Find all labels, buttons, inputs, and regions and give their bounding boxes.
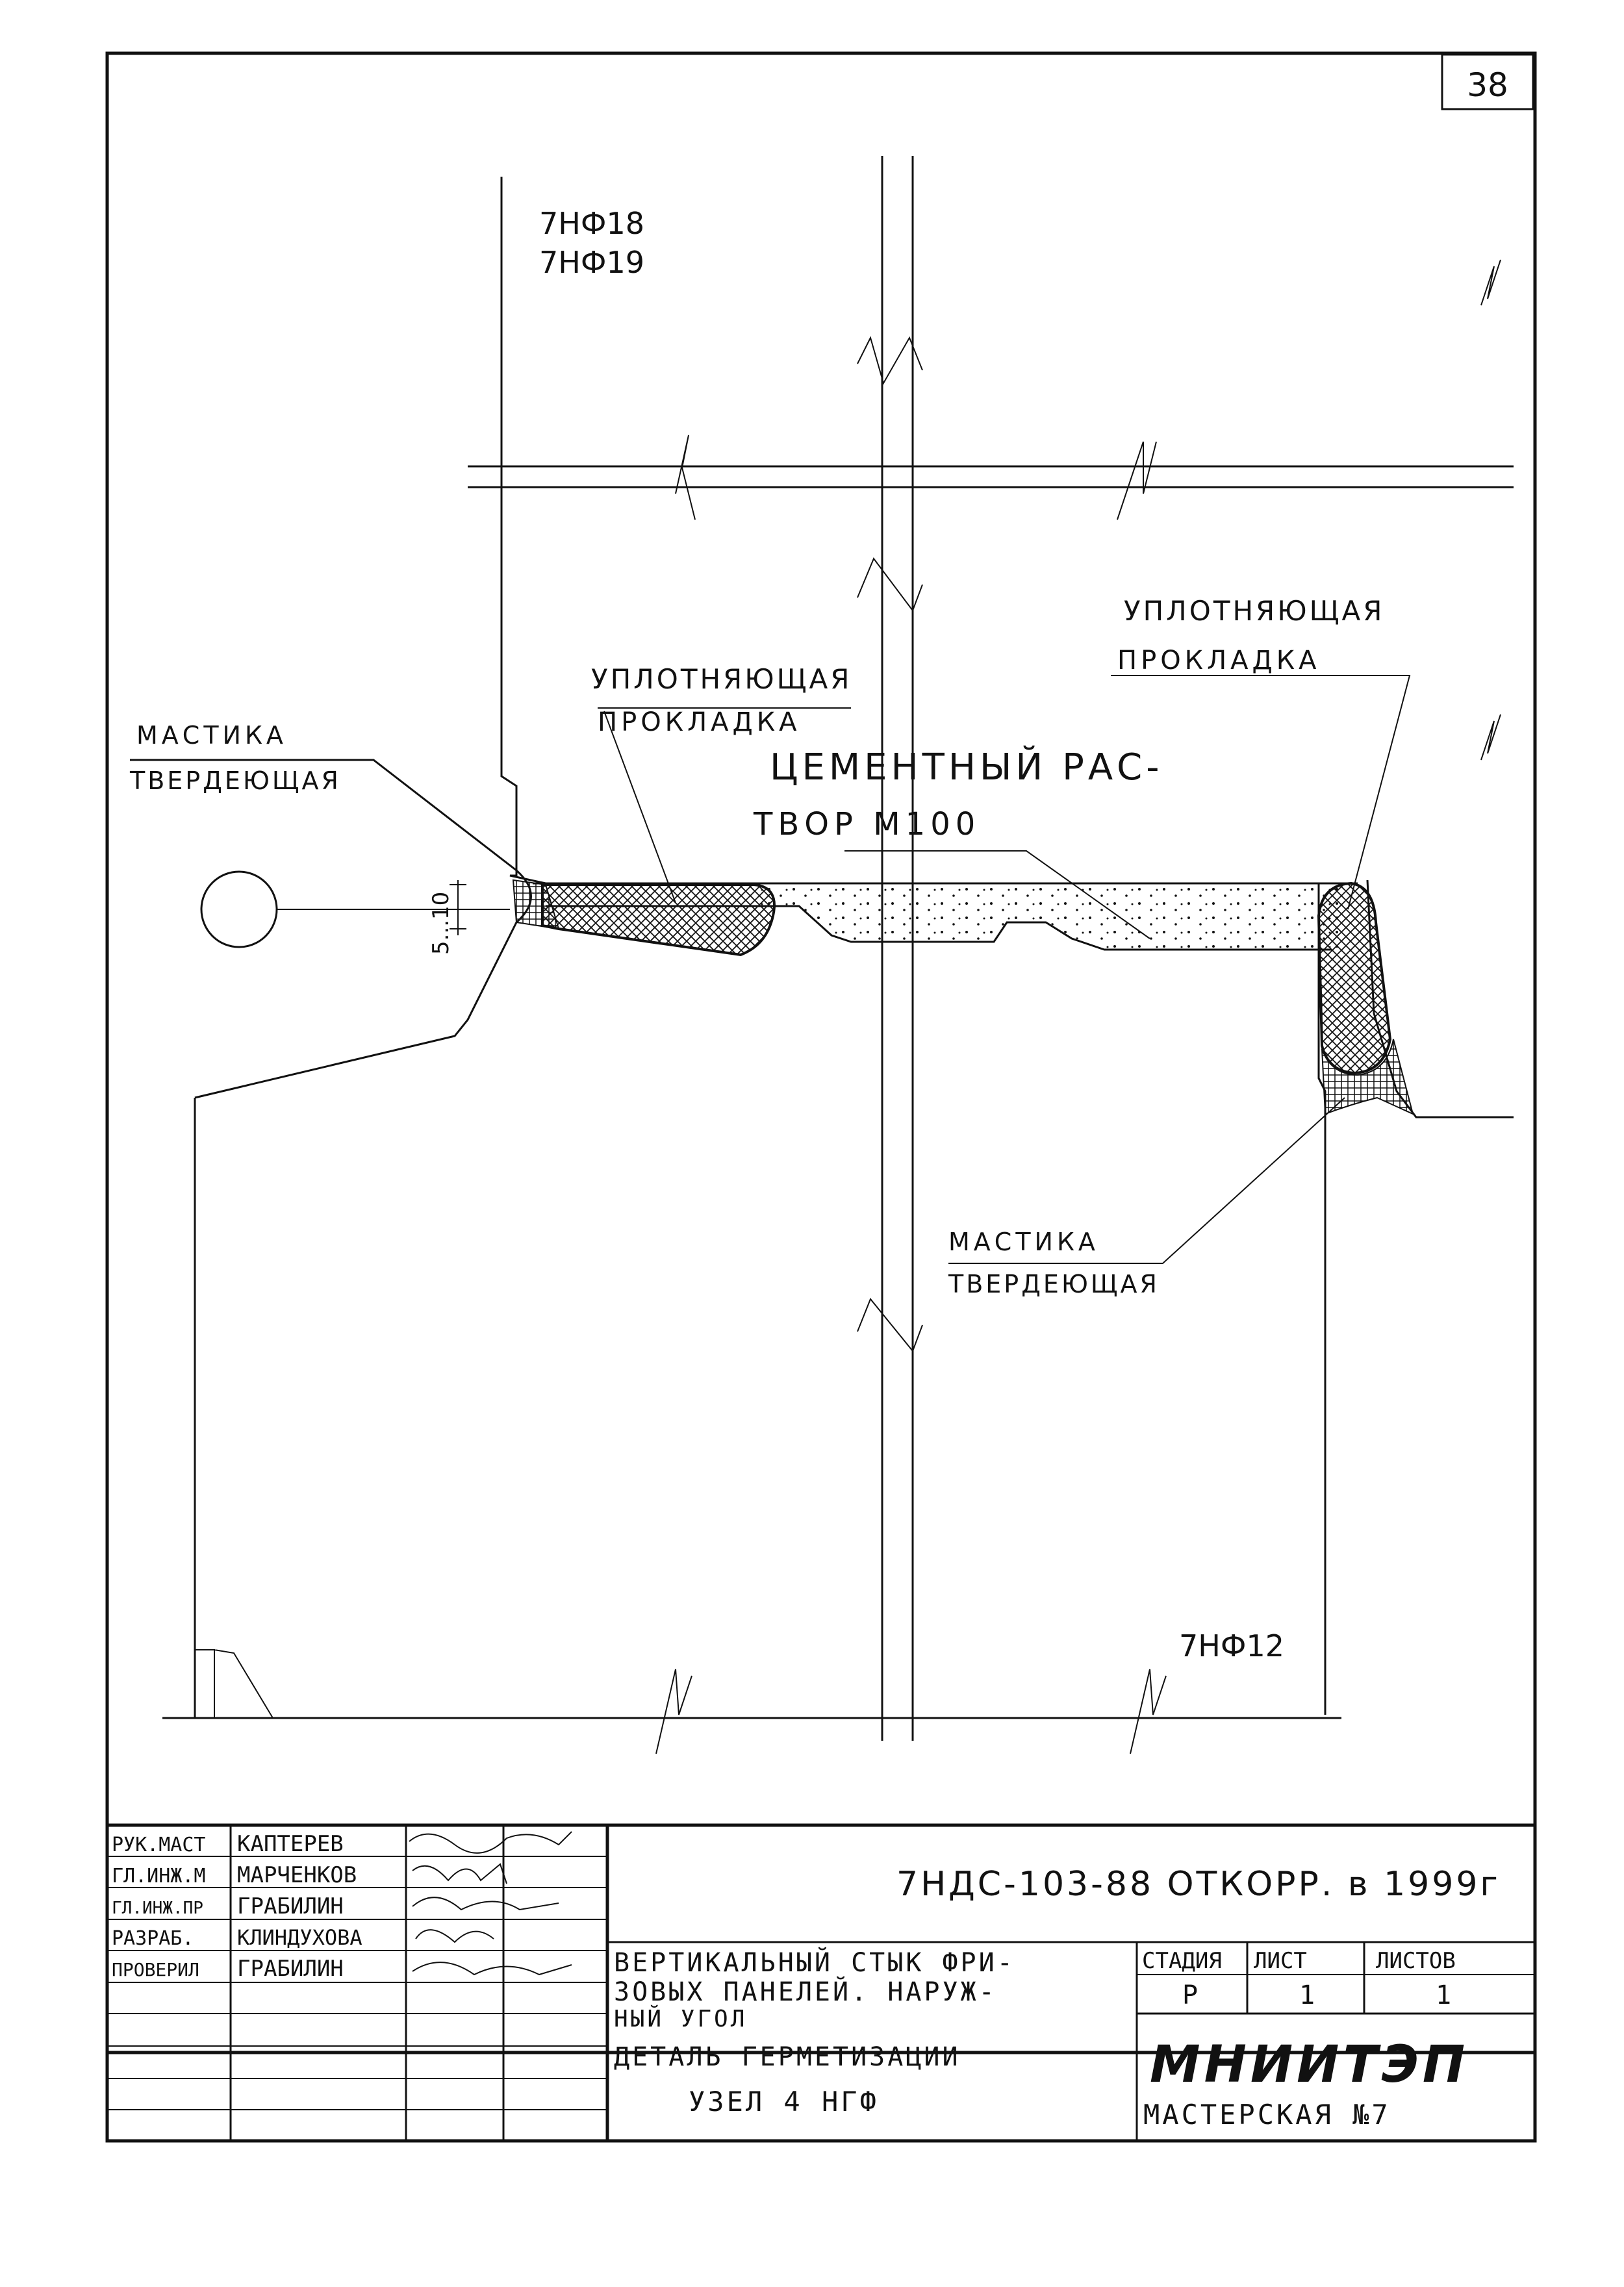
break-mark-lower [857,1298,923,1352]
gasket-left-leader [598,707,851,903]
signature-2 [412,1863,507,1884]
sheets-header: ЛИСТОВ [1376,1948,1456,1974]
staff-name-1: КАПТЕРЕВ [237,1831,344,1857]
description-line-2: ЗОВЫХ ПАНЕЛЕЙ. НАРУЖ- [614,1976,997,2007]
right-panel-outline [1317,883,1326,1715]
mortar-line2: ТВОР М100 [753,806,980,842]
break-mark-mid [857,557,923,613]
sheet-number-box: 38 [1441,53,1534,110]
staff-role-5: ПРОВЕРИЛ [112,1959,199,1980]
mastic-left-line1: МАСТИКА [136,721,287,750]
sheet-header: ЛИСТ [1254,1948,1307,1974]
joint-drawing: 5...10 7НФ18 7НФ19 [129,156,1514,1754]
break-mark-right-mid [1480,714,1501,761]
staff-name-4: КЛИНДУХОВА [237,1925,362,1950]
gasket-left-line1: УПЛОТНЯЮЩАЯ [591,663,852,695]
document-code: 7НДС-103-88 ОТКОРР. в 1999г [896,1865,1501,1904]
staff-role-2: ГЛ.ИНЖ.М [112,1865,206,1888]
axis-marker-circle [200,870,278,948]
break-mark-bottom-left [655,1669,692,1754]
stage-header: СТАДИЯ [1142,1948,1222,1974]
stage-value: Р [1182,1980,1198,2010]
left-mastic-leader [130,759,532,1099]
right-mastic-fill [1321,1039,1414,1115]
description-line-1: ВЕРТИКАЛЬНЫЙ СТЫК ФРИ- [614,1947,1015,1978]
mortar-line1: ЦЕМЕНТНЫЙ РАС- [770,746,1163,789]
panel-codes-top: 7НФ18 7НФ19 [539,206,644,280]
description-line-3: НЫЙ УГОЛ [614,2005,747,2032]
title-block: РУК.МАСТ КАПТЕРЕВ ГЛ.ИНЖ.М МАРЧЕНКОВ ГЛ.… [107,1823,1535,2141]
break-mark-bottom-right [1130,1669,1167,1754]
mastic-bottom-leader [948,1097,1345,1264]
signature-4 [415,1929,494,1943]
sheets-value: 1 [1436,1980,1451,2010]
staff-role-4: РАЗРАБ. [112,1927,194,1950]
gasket-left-label: УПЛОТНЯЮЩАЯ ПРОКЛАДКА [591,663,852,737]
sheet-number: 38 [1467,66,1508,104]
dimension-text: 5...10 [428,892,454,955]
upper-panel-outline [500,177,546,885]
left-sealing-gasket [541,883,776,957]
dimension-mark: 5...10 [428,880,466,955]
mastic-bottom-line2: ТВЕРДЕЮЩАЯ [948,1270,1160,1298]
signature-1 [409,1831,572,1854]
panel-code-1: 7НФ18 [539,206,644,241]
mastic-bottom-label: МАСТИКА ТВЕРДЕЮЩАЯ [948,1228,1160,1298]
mastic-bottom-line1: МАСТИКА [948,1228,1099,1256]
org-name: МНИИТЭП [1150,2036,1469,2094]
staff-name-3: ГРАБИЛИН [237,1893,344,1919]
break-mark-right-top [1480,259,1501,306]
staff-name-5: ГРАБИЛИН [237,1956,344,1982]
left-mastic-wedge [512,879,560,930]
sheet-value: 1 [1299,1980,1315,2010]
panel-code-bottom: 7НФ12 [1179,1628,1284,1663]
panel-code-2: 7НФ19 [539,245,644,280]
mortar-leader [844,850,1150,939]
break-mark-top [857,336,923,385]
description-line-5: УЗЕЛ 4 НГФ [689,2086,879,2117]
staff-table: РУК.МАСТ КАПТЕРЕВ ГЛ.ИНЖ.М МАРЧЕНКОВ ГЛ.… [112,1831,362,1982]
signature-3 [412,1897,559,1911]
cement-mortar-fill [760,885,1338,948]
break-mark-upper-left [675,435,696,520]
signature-5 [412,1962,572,1976]
break-mark-upper-right [1117,441,1157,520]
org-sub: МАСТЕРСКАЯ №7 [1143,2099,1391,2130]
gasket-left-line2: ПРОКЛАДКА [598,707,801,737]
gasket-right-line2: ПРОКЛАДКА [1117,646,1321,676]
mortar-label: ЦЕМЕНТНЫЙ РАС- ТВОР М100 [753,746,1163,842]
gasket-right-label: УПЛОТНЯЮЩАЯ ПРОКЛАДКА [1117,595,1384,676]
stage-table: СТАДИЯ ЛИСТ ЛИСТОВ Р 1 1 [1142,1948,1456,2010]
right-sealing-gasket [1317,881,1392,1075]
bottom-corner-detail [195,1649,273,1719]
staff-role-1: РУК.МАСТ [112,1834,206,1856]
mastic-left-label: МАСТИКА ТВЕРДЕЮЩАЯ [129,721,341,795]
gasket-right-line1: УПЛОТНЯЮЩАЯ [1124,595,1384,627]
staff-name-2: МАРЧЕНКОВ [237,1862,357,1888]
mastic-left-line2: ТВЕРДЕЮЩАЯ [129,766,341,795]
staff-role-3: ГЛ.ИНЖ.ПР [112,1899,203,1918]
signatures [409,1831,572,1976]
gasket-right-leader [1111,675,1411,910]
sheet-frame [105,51,1537,2143]
description-line-4: ДЕТАЛЬ ГЕРМЕТИЗАЦИИ [614,2042,961,2072]
description: ВЕРТИКАЛЬНЫЙ СТЫК ФРИ- ЗОВЫХ ПАНЕЛЕЙ. НА… [614,1947,1015,2117]
